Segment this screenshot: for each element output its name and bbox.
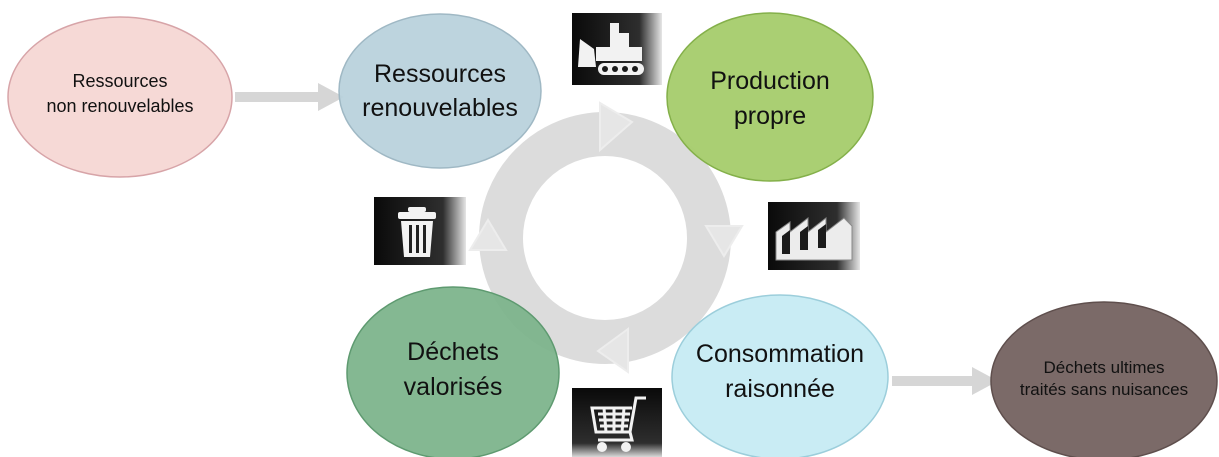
- node-dechets-valorises: Déchets valorisés: [346, 286, 560, 457]
- node-label-line2: traités sans nuisances: [1020, 380, 1188, 399]
- node-label-line1: Consommation: [696, 340, 864, 368]
- ring-arrow-bottom: [596, 327, 629, 374]
- node-production-propre: Production propre: [666, 12, 874, 182]
- ring-arrow-top: [599, 101, 634, 153]
- node-label-line1: Ressources: [374, 60, 506, 88]
- shopping-cart-icon: [572, 388, 662, 457]
- node-label-line1: Déchets ultimes: [1044, 358, 1165, 377]
- node-ressources-renouvelables: Ressources renouvelables: [338, 13, 542, 169]
- factory-icon: [768, 202, 860, 270]
- node-label-line2: valorisés: [404, 373, 503, 401]
- arrow-in: [235, 83, 344, 111]
- node-ressources-non-renouvelables: Ressources non renouvelables: [7, 16, 233, 178]
- trash-can-icon: [374, 197, 466, 265]
- bulldozer-icon: [572, 13, 662, 85]
- node-label-line1: Ressources: [72, 71, 167, 91]
- node-label-line2: raisonnée: [725, 375, 835, 403]
- cycle-ring: [479, 112, 731, 364]
- ring-arrow-right: [704, 225, 744, 258]
- ring-arrow-left: [468, 218, 508, 251]
- node-label-line2: non renouvelables: [46, 96, 193, 116]
- node-label-line1: Production: [710, 67, 830, 95]
- node-consommation-raisonnee: Consommation raisonnée: [671, 294, 889, 457]
- node-label-line1: Déchets: [407, 338, 499, 366]
- node-label-line2: renouvelables: [362, 94, 518, 122]
- node-label-line2: propre: [734, 102, 806, 130]
- arrow-out: [892, 367, 998, 395]
- node-dechets-ultimes: Déchets ultimes traités sans nuisances: [990, 301, 1218, 457]
